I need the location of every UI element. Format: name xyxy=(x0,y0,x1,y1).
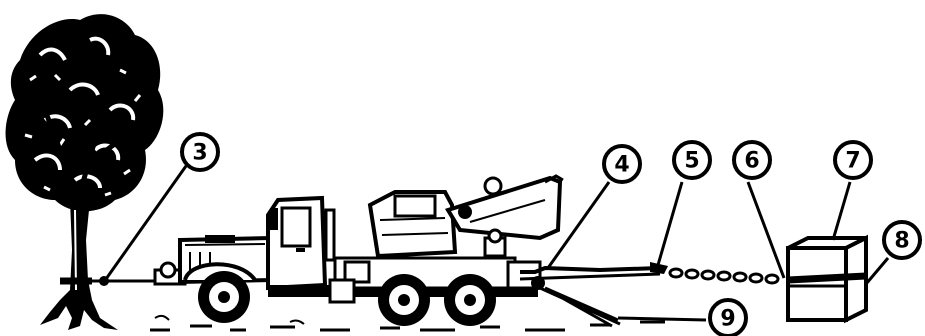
ground-stakes xyxy=(540,288,620,326)
leader-7 xyxy=(833,182,850,240)
callout-9-label: 9 xyxy=(720,307,735,332)
leader-9 xyxy=(618,318,706,320)
callout-3: 3 xyxy=(182,134,218,170)
callout-3-label: 3 xyxy=(192,141,207,166)
rear-winch-cable xyxy=(520,262,778,290)
callout-9: 9 xyxy=(710,300,746,336)
leader-8 xyxy=(866,258,888,284)
leader-5 xyxy=(658,182,682,265)
callout-6: 6 xyxy=(734,142,770,178)
callout-6-label: 6 xyxy=(744,149,759,174)
callout-8: 8 xyxy=(884,222,920,258)
callout-8-label: 8 xyxy=(894,229,909,254)
rear-wheel-1 xyxy=(378,274,430,326)
load-box xyxy=(788,238,866,320)
callout-4: 4 xyxy=(604,146,640,182)
tree-anchor xyxy=(6,14,164,330)
rear-wheel-2 xyxy=(444,274,496,326)
front-wheel xyxy=(198,271,250,323)
callout-7: 7 xyxy=(835,142,871,178)
callout-5: 5 xyxy=(674,142,710,178)
callout-5-label: 5 xyxy=(684,149,699,174)
leader-6 xyxy=(748,182,784,278)
wrecker-truck xyxy=(155,176,563,326)
callout-4-label: 4 xyxy=(614,153,629,178)
callout-7-label: 7 xyxy=(845,149,860,174)
